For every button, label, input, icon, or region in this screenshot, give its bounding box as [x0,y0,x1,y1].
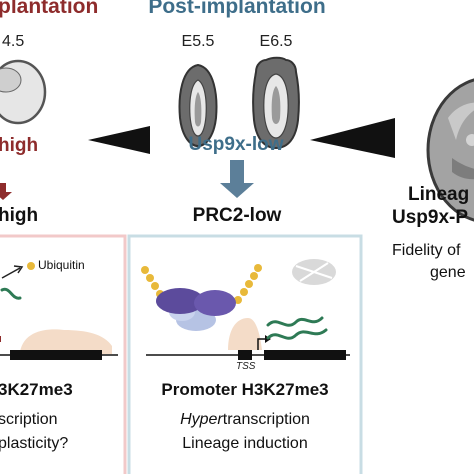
e65-embryo-icon [252,56,300,150]
lineage-embryo-icon [426,78,474,222]
left-gene-track [0,329,118,360]
lineage-induction-label: Lineage induction [182,435,308,452]
stage-e45-label: 4.5 [2,33,25,50]
right-outcome-line1: Fidelity of [392,242,461,259]
left-panel-frame [0,234,127,474]
center-gene-track [146,318,350,360]
left-level-label: high [0,135,39,156]
hyper-prefix: Hyper [180,411,223,428]
stage-e65-label: E6.5 [259,33,293,50]
prc2-low-label: PRC2-low [192,205,282,226]
hypertranscription-label: Hypertranscription [180,411,310,429]
pre-implantation-label: plantation [0,0,99,18]
left-gradient-wedge [88,126,150,154]
tss-label: TSS [236,361,256,372]
prc2-complex-icon [141,264,262,331]
left-state-label: high [0,205,39,226]
center-panel-frame [127,234,363,474]
left-arrow-icon [0,183,12,200]
stage-e55-label: E5.5 [181,33,215,50]
left-outcome-line2: plasticity? [0,435,69,452]
right-level-top-label: Lineag [408,184,470,205]
right-level-bottom-label: Usp9x-P [392,207,469,228]
transcripts-icon [266,316,328,340]
blastocyst-icon [0,59,47,125]
transcription-suffix: transcription [222,411,310,428]
right-gradient-wedge [310,118,395,158]
left-outcome-line1: scription [0,411,58,428]
nucleosome-icon [292,259,336,285]
promoter-mark-label: Promoter H3K27me3 [161,380,329,399]
post-implantation-label: Post-implantation [148,0,326,18]
down-arrow-icon [220,160,254,198]
left-mark-label: 3K27me3 [0,380,73,399]
left-ubiquitin-chain [0,262,35,300]
usp9x-low-label: Usp9x-low [188,134,284,155]
right-outcome-line2: gene [430,264,466,281]
ubiquitin-label: Ubiquitin [38,258,85,272]
e55-embryo-icon [178,63,218,148]
